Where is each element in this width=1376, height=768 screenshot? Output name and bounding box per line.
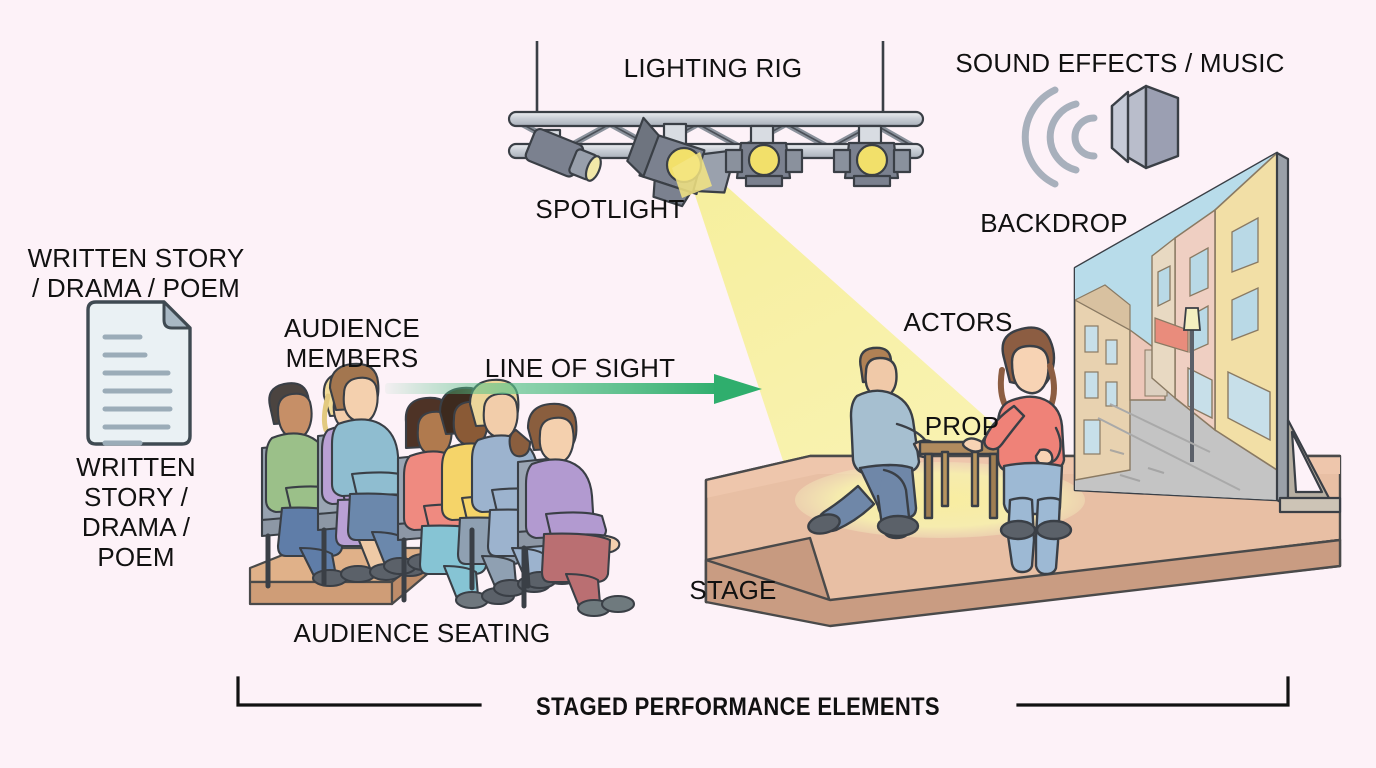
audience-member [264,382,377,588]
spotlight-fixture-icon [832,124,912,188]
document-page-icon [86,300,192,446]
spotlight-fixture-icon [724,124,804,188]
backdrop-panel [1073,151,1342,514]
spotlight-fixture-active-icon [626,116,738,208]
caption-bracket-icon [236,676,1290,707]
line-of-sight-arrow-icon [385,374,762,404]
audience-front-single [508,402,636,618]
backdrop-support [1278,418,1342,514]
spotlight-beam [686,168,1070,512]
spotlight-fixture-icon [524,127,602,182]
audience-back-row [260,362,442,589]
audience-member [508,402,636,618]
actor-standing-woman [961,326,1073,576]
speaker-sound-waves-icon [1021,84,1180,188]
stage-front-face [704,538,1342,628]
